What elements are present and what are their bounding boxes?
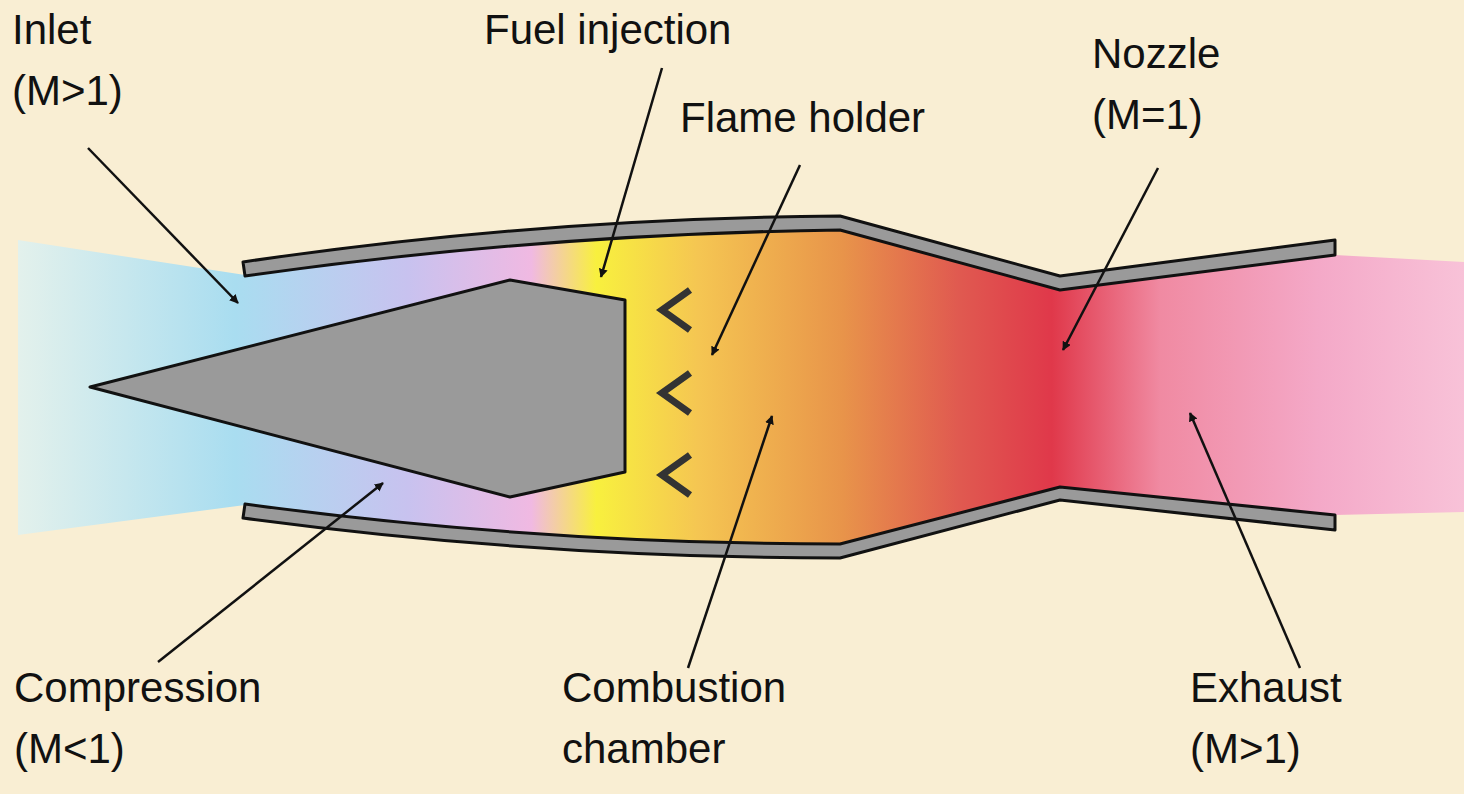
exhaust-label: Exhaust (M>1) (1190, 658, 1342, 780)
combustion-chamber-label: Combustion chamber (562, 658, 786, 780)
fuel-injection-label: Fuel injection (484, 0, 731, 61)
air-flow (18, 230, 1464, 545)
inlet-label: Inlet (M>1) (12, 0, 123, 122)
flame-holders (662, 290, 690, 495)
leader-lines (88, 68, 1300, 668)
nozzle-label: Nozzle (M=1) (1092, 24, 1220, 146)
casing-bottom (243, 487, 1335, 558)
compression-label: Compression (M<1) (14, 658, 261, 780)
flame-holder-label: Flame holder (680, 88, 925, 149)
casing-top (243, 216, 1335, 290)
center-body (90, 280, 625, 497)
